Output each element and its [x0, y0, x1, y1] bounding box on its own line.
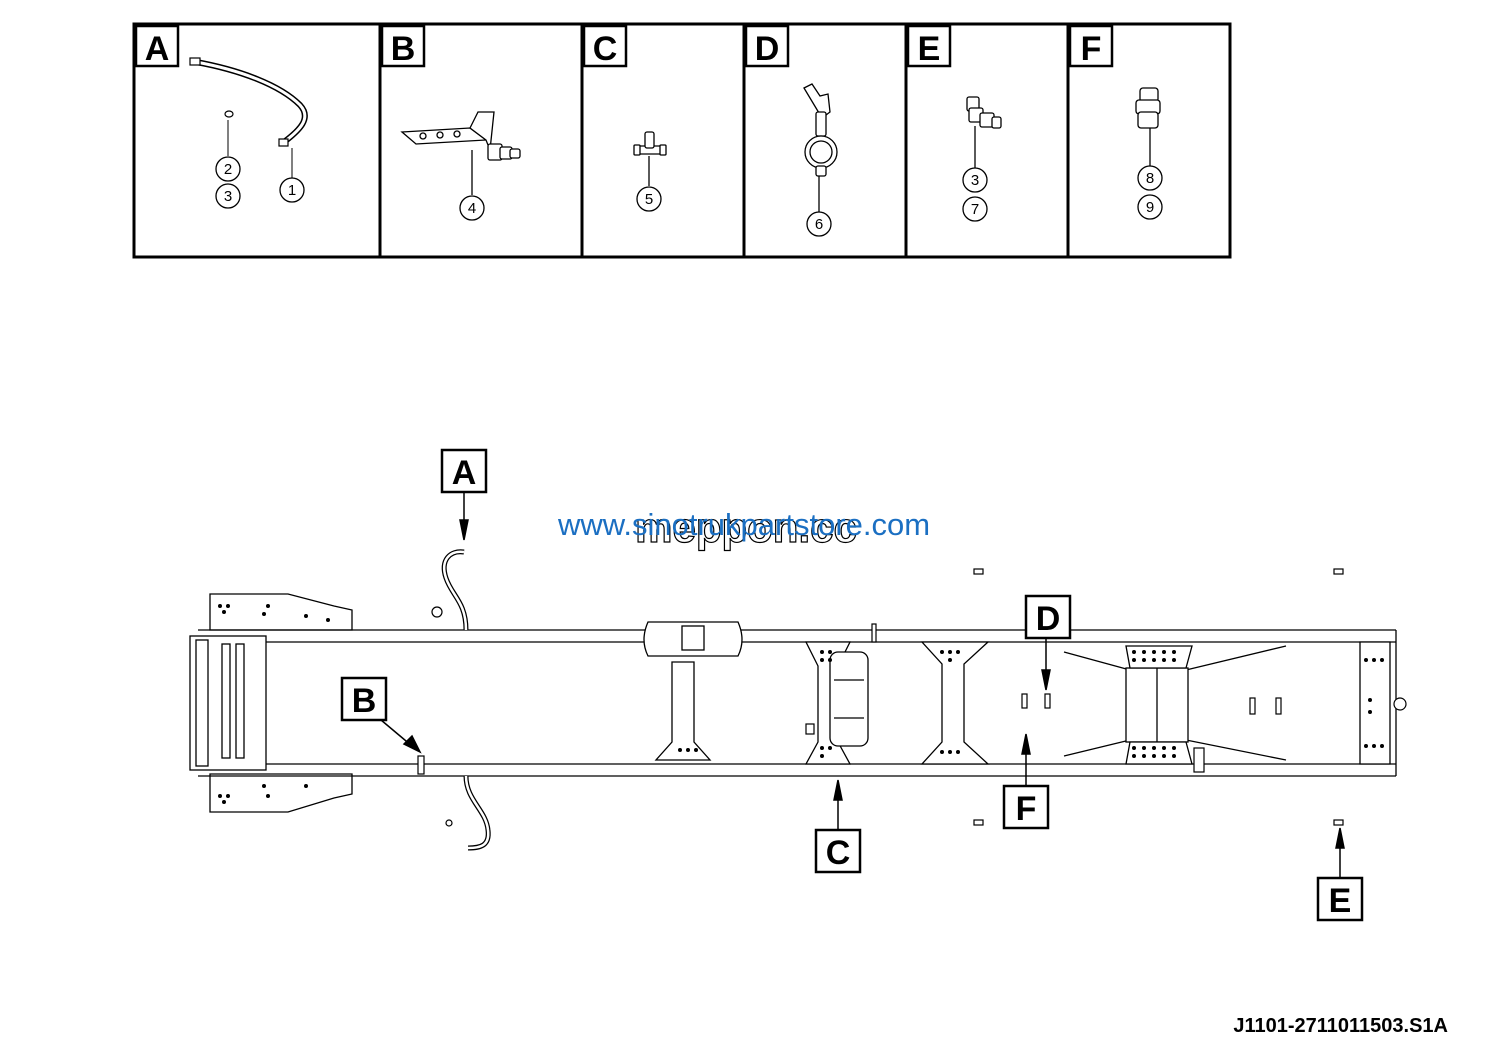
item-number-9: 9 [1146, 199, 1154, 216]
elbow-fitting-illustration [966, 96, 1002, 168]
item-number-5: 5 [645, 191, 653, 208]
item-number-6: 6 [815, 216, 823, 233]
callout-bubble-3b: 3 [962, 167, 988, 193]
callout-bubble-1: 1 [279, 177, 305, 203]
callout-bubble-6: 6 [806, 211, 832, 237]
item-number-2: 2 [224, 161, 232, 178]
callout-bubble-8: 8 [1137, 165, 1163, 191]
item-number-1: 1 [288, 182, 296, 199]
callout-b: B [340, 676, 388, 722]
callout-bubble-7: 7 [962, 196, 988, 222]
clamp-part-illustration [803, 83, 838, 212]
frame-hoses [441, 549, 491, 851]
frame-holes [218, 604, 1384, 804]
callout-leaders [380, 492, 1345, 878]
panel-d-header: D [744, 24, 790, 68]
callout-label-a: A [452, 454, 477, 492]
frame-fittings [417, 568, 1407, 827]
hose-part-illustration [189, 57, 308, 178]
callout-label-c: C [826, 834, 851, 872]
callout-f: F [1002, 784, 1050, 830]
item-number-8: 8 [1146, 170, 1154, 187]
callout-label-f: F [1016, 790, 1037, 828]
bracket-part-illustration [400, 111, 521, 195]
item-number-4: 4 [468, 200, 476, 217]
brand-watermark: meppon.cc [635, 504, 857, 551]
straight-fitting-illustration [1135, 87, 1161, 166]
chassis-frame [189, 593, 1397, 813]
panel-letter-e: E [918, 30, 941, 68]
callout-bubble-4: 4 [459, 195, 485, 221]
url-watermark: www.sinotrukpartstore.com [557, 507, 930, 542]
panel-letter-a: A [145, 30, 170, 68]
panel-letter-b: B [391, 30, 416, 68]
panel-a-header: A [134, 24, 180, 68]
panel-e-header: E [906, 24, 952, 68]
callout-label-d: D [1036, 600, 1061, 638]
item-number-7: 7 [971, 201, 979, 218]
drawing-code: J1101-2711011503.S1A [1233, 1015, 1448, 1037]
panel-letter-d: D [755, 30, 780, 68]
callout-bubble-9: 9 [1137, 194, 1163, 220]
callout-d: D [1024, 594, 1072, 640]
callout-e: E [1316, 876, 1364, 922]
panel-b-header: B [380, 24, 426, 68]
item-number-3-e: 3 [971, 172, 979, 189]
item-number-3: 3 [224, 188, 232, 205]
callout-label-e: E [1329, 882, 1352, 920]
callout-label-b: B [352, 682, 377, 720]
callout-bubble-2: 2 [215, 156, 241, 182]
panel-c-header: C [582, 24, 628, 68]
callout-a: A [440, 448, 488, 494]
callout-bubble-3: 3 [215, 183, 241, 209]
panel-letter-f: F [1081, 30, 1102, 68]
callout-bubble-5: 5 [636, 186, 662, 212]
detail-panels [132, 22, 1232, 259]
tee-fitting-illustration [633, 131, 667, 186]
panel-letter-c: C [593, 30, 618, 68]
callout-c: C [814, 828, 862, 874]
panel-f-header: F [1068, 24, 1114, 68]
